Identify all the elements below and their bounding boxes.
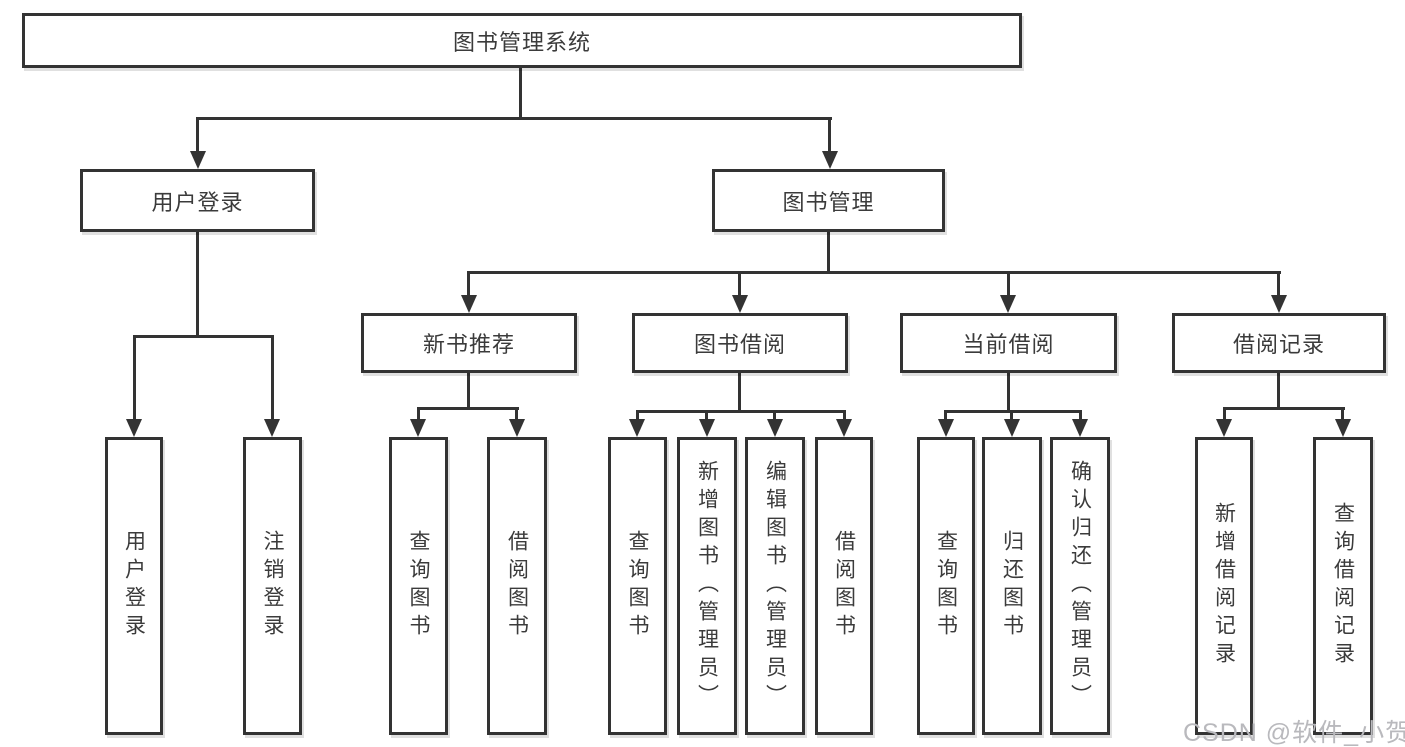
connector-line (271, 335, 274, 420)
connector-arrowhead (1004, 419, 1020, 437)
node-add-book-admin: 新增图书（管理员） (677, 437, 737, 735)
connector-arrowhead (1271, 295, 1287, 313)
node-current-borrowing: 当前借阅 (900, 313, 1117, 373)
connector-arrowhead (699, 419, 715, 437)
connector-arrowhead (461, 295, 477, 313)
connector-arrowhead (264, 419, 280, 437)
connector-line (196, 117, 199, 153)
connector-arrowhead (1335, 419, 1351, 437)
node-confirm-return-admin: 确认归还（管理员） (1050, 437, 1110, 735)
connector-line (705, 410, 708, 421)
connector-line (1223, 407, 1226, 421)
connector-line (1341, 407, 1344, 421)
node-library-management-system: 图书管理系统 (22, 13, 1022, 68)
connector-line (417, 407, 519, 410)
connector-line (1079, 410, 1082, 421)
node-borrowing-records: 借阅记录 (1172, 313, 1386, 373)
connector-arrowhead (767, 419, 783, 437)
connector-line (519, 66, 522, 120)
connector-arrowhead (509, 419, 525, 437)
connector-line (196, 232, 199, 338)
connector-line (1277, 371, 1280, 410)
connector-line (773, 410, 776, 421)
connector-line (467, 271, 470, 297)
connector-line (515, 407, 518, 421)
node-borrow-books: 借阅图书 (487, 437, 547, 735)
connector-line (417, 407, 420, 421)
watermark: CSDN @软件_小贺同学 (1183, 719, 1405, 747)
connector-line (133, 335, 274, 338)
connector-line (636, 410, 846, 413)
connector-line (636, 410, 639, 421)
node-book-borrowing: 图书借阅 (632, 313, 848, 373)
connector-line (1007, 271, 1010, 297)
connector-line (1010, 410, 1013, 421)
connector-line (827, 231, 830, 274)
node-query-books: 查询图书 (389, 437, 448, 735)
connector-line (843, 410, 846, 421)
node-borrow-books: 借阅图书 (815, 437, 873, 735)
connector-line (196, 117, 832, 120)
connector-arrowhead (938, 419, 954, 437)
connector-line (828, 117, 831, 153)
connector-line (467, 271, 1281, 274)
connector-arrowhead (1216, 419, 1232, 437)
connector-arrowhead (732, 295, 748, 313)
node-user-login-action: 用户登录 (105, 437, 163, 735)
connector-arrowhead (629, 419, 645, 437)
connector-arrowhead (1072, 419, 1088, 437)
node-query-borrow-record: 查询借阅记录 (1313, 437, 1373, 735)
node-return-books: 归还图书 (982, 437, 1042, 735)
connector-arrowhead (126, 419, 142, 437)
connector-line (944, 410, 1082, 413)
connector-arrowhead (190, 151, 206, 169)
node-query-books: 查询图书 (608, 437, 667, 735)
connector-line (1277, 271, 1280, 297)
connector-line (1223, 407, 1345, 410)
connector-arrowhead (1000, 295, 1016, 313)
node-edit-book-admin: 编辑图书（管理员） (745, 437, 805, 735)
node-query-books: 查询图书 (917, 437, 975, 735)
connector-arrowhead (822, 151, 838, 169)
connector-arrowhead (836, 419, 852, 437)
connector-line (1007, 371, 1010, 413)
connector-line (738, 271, 741, 297)
connector-arrowhead (410, 419, 426, 437)
node-add-borrow-record: 新增借阅记录 (1195, 437, 1253, 735)
connector-line (738, 371, 741, 413)
node-user-login: 用户登录 (80, 169, 315, 232)
connector-line (944, 410, 947, 421)
connector-line (133, 335, 136, 420)
node-new-book-recommendation: 新书推荐 (361, 313, 577, 373)
node-logout: 注销登录 (243, 437, 302, 735)
node-book-management: 图书管理 (712, 169, 945, 232)
connector-line (467, 371, 470, 410)
